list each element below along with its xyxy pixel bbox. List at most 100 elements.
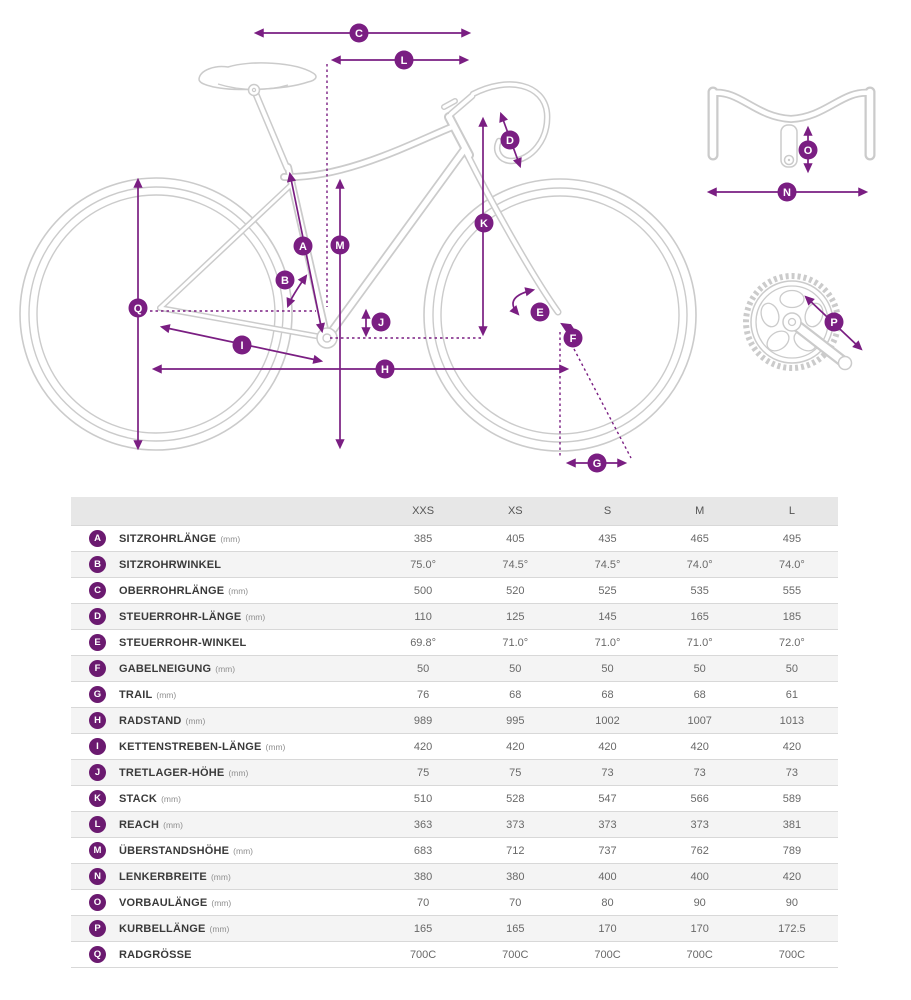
value-cell: 589: [782, 792, 802, 805]
row-label-cell: D STEUERROHR-LÄNGE (mm): [71, 608, 377, 625]
row-letter: G: [93, 688, 102, 700]
value-cell: 165: [506, 922, 525, 935]
value-cell: 420: [690, 740, 709, 753]
value-cell: 172.5: [778, 922, 806, 935]
value-cell: 380: [413, 870, 433, 883]
row-label-cell: C OBERROHRLÄNGE (mm): [71, 582, 377, 599]
value-cell: 145: [598, 610, 617, 623]
value-cell: 700C: [409, 948, 437, 961]
row-label-cell: P KURBELLÄNGE (mm): [71, 920, 377, 937]
value-cell: 73: [601, 766, 614, 779]
header-col-xxs: XXS: [412, 505, 435, 517]
svg-text:E: E: [536, 307, 543, 319]
row-letter: L: [94, 818, 101, 830]
measurement-markers: A B C D E F G H I J K L M N O P Q: [128, 23, 844, 473]
row-label-cell: H RADSTAND (mm): [71, 712, 377, 729]
row-letter: Q: [93, 948, 102, 960]
value-cell: 525: [598, 584, 617, 597]
value-cell: 420: [782, 870, 802, 883]
row-label: VORBAULÄNGE: [119, 896, 208, 909]
row-letter: E: [94, 636, 101, 648]
row-letter: A: [94, 532, 101, 544]
value-cell: 400: [598, 870, 617, 883]
value-cell: 50: [785, 662, 799, 675]
value-cell: 566: [690, 792, 709, 805]
row-label-cell: L REACH (mm): [71, 816, 377, 833]
row-letter-badge: Q: [89, 946, 106, 963]
value-cell: 1007: [687, 714, 712, 727]
value-cell: 68: [509, 688, 522, 701]
svg-text:P: P: [830, 317, 837, 329]
row-unit: (mm): [185, 715, 206, 726]
value-cell: 74.0°: [778, 558, 805, 571]
svg-text:Q: Q: [134, 303, 143, 315]
value-cell: 165: [690, 610, 709, 623]
row-unit: (mm): [211, 897, 232, 908]
value-cell: 373: [690, 818, 709, 831]
row-letter: J: [94, 766, 101, 778]
row-letter-badge: A: [89, 530, 106, 547]
value-cell: 380: [506, 870, 525, 883]
value-cell: 381: [782, 818, 802, 831]
row-label: REACH: [119, 818, 160, 831]
row-letter-badge: G: [89, 686, 106, 703]
row-unit: (mm): [156, 689, 177, 700]
value-cell: 170: [598, 922, 617, 935]
svg-text:G: G: [593, 458, 602, 470]
row-label: TRETLAGER-HÖHE: [119, 766, 225, 779]
value-cell: 495: [782, 532, 802, 545]
value-cell: 71.0°: [502, 636, 529, 649]
value-cell: 520: [506, 584, 525, 597]
row-unit: (mm): [245, 611, 266, 622]
value-cell: 405: [506, 532, 525, 545]
value-cell: 50: [693, 662, 706, 675]
row-unit: (mm): [265, 741, 286, 752]
row-label: SITZROHRWINKEL: [119, 558, 222, 571]
value-cell: 73: [693, 766, 706, 779]
value-cell: 420: [782, 740, 802, 753]
row-letter-badge: C: [89, 582, 106, 599]
value-cell: 75: [416, 766, 430, 779]
header-col-xs: XS: [507, 505, 523, 517]
marker-C: C: [349, 23, 369, 43]
table-row: E STEUERROHR-WINKEL 69.8°71.0°71.0°71.0°…: [71, 629, 838, 655]
svg-text:I: I: [240, 340, 243, 352]
value-cell: 700C: [502, 948, 529, 961]
svg-text:F: F: [570, 333, 577, 345]
stem-clamp: [780, 124, 798, 168]
value-cell: 70: [509, 896, 522, 909]
row-letter-badge: M: [89, 842, 106, 859]
value-cell: 75.0°: [410, 558, 436, 571]
marker-O: O: [798, 140, 818, 160]
marker-L: L: [394, 50, 414, 70]
value-cell: 712: [506, 844, 525, 857]
svg-text:D: D: [506, 135, 514, 147]
value-cell: 535: [690, 584, 709, 597]
value-cell: 1002: [595, 714, 620, 727]
row-unit: (mm): [228, 767, 249, 778]
row-unit: (mm): [209, 923, 230, 934]
reference-lines: [150, 64, 632, 459]
value-cell: 363: [413, 818, 433, 831]
value-cell: 547: [598, 792, 617, 805]
row-label: ÜBERSTANDSHÖHE: [119, 844, 230, 857]
row-letter: H: [94, 714, 101, 726]
value-cell: 50: [601, 662, 614, 675]
svg-text:A: A: [299, 241, 307, 253]
row-letter: C: [94, 584, 101, 596]
value-cell: 72.0°: [778, 636, 805, 649]
row-label: TRAIL: [119, 688, 153, 701]
row-letter-badge: K: [89, 790, 106, 807]
svg-text:O: O: [804, 145, 813, 157]
value-cell: 73: [785, 766, 799, 779]
row-label-cell: A SITZROHRLÄNGE (mm): [71, 530, 377, 547]
row-letter: F: [94, 662, 101, 674]
marker-G: G: [587, 453, 607, 473]
